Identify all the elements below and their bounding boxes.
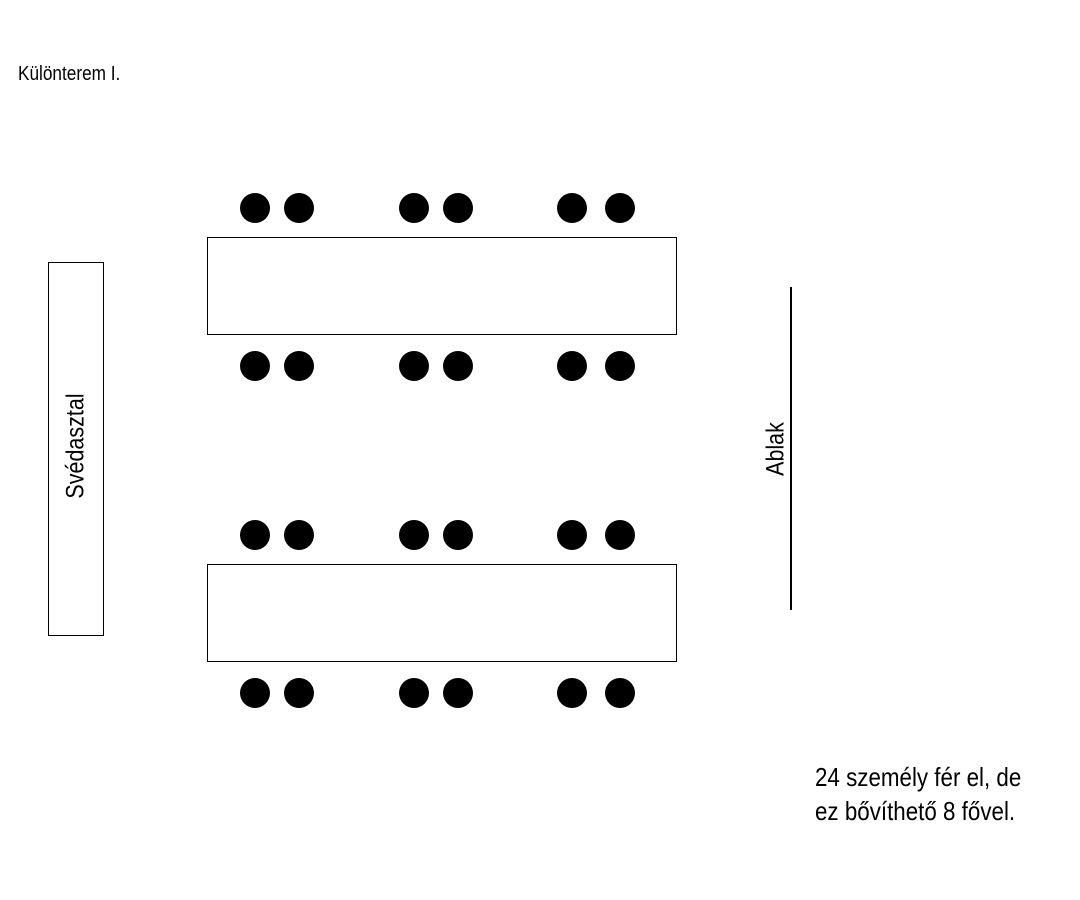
chair <box>399 520 429 550</box>
window-label: Ablak <box>761 422 790 476</box>
capacity-note-line-2: ez bővíthető 8 fővel. <box>815 796 1016 826</box>
chair <box>240 678 270 708</box>
chair <box>284 520 314 550</box>
chair <box>399 351 429 381</box>
chair <box>399 193 429 223</box>
chair <box>557 351 587 381</box>
chair <box>605 678 635 708</box>
chair <box>557 678 587 708</box>
buffet-table <box>48 262 104 636</box>
capacity-note-line-1: 24 személy fér el, de <box>815 762 1022 792</box>
chair <box>284 351 314 381</box>
window-wall-line <box>790 287 792 610</box>
chair <box>443 678 473 708</box>
chair <box>443 351 473 381</box>
chair <box>557 193 587 223</box>
chair <box>443 520 473 550</box>
chair <box>605 193 635 223</box>
chair <box>240 520 270 550</box>
chair <box>240 193 270 223</box>
chair <box>240 351 270 381</box>
dining-table-2 <box>207 564 677 662</box>
chair <box>557 520 587 550</box>
chair <box>399 678 429 708</box>
chair <box>605 351 635 381</box>
dining-table-1 <box>207 237 677 335</box>
chair <box>284 678 314 708</box>
capacity-note: 24 személy fér el, de ez bővíthető 8 főv… <box>815 760 1021 828</box>
chair <box>284 193 314 223</box>
buffet-table-label: Svédasztal <box>61 393 90 499</box>
chair <box>443 193 473 223</box>
chair <box>605 520 635 550</box>
room-title: Különterem I. <box>18 63 121 85</box>
